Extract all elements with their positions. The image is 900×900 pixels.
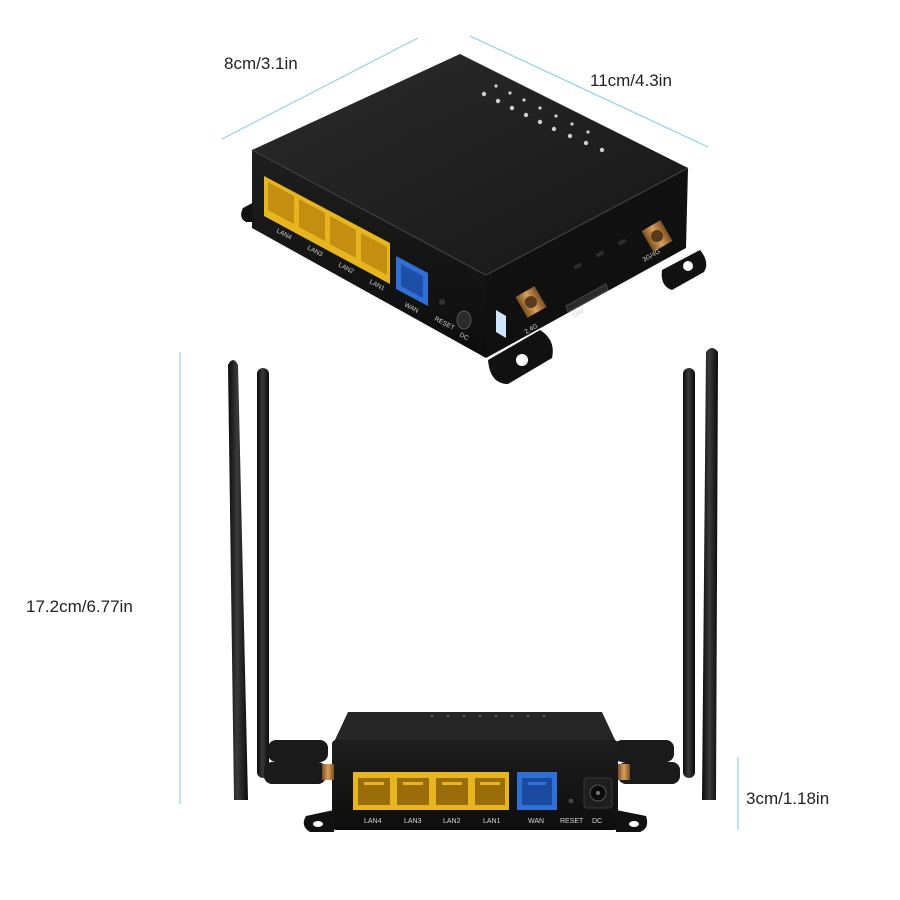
mounting-ear-right: [661, 250, 707, 290]
dimension-depth-label: 8cm/3.1in: [224, 54, 298, 73]
antenna-back-left: [257, 368, 269, 778]
top-led-indicators: [481, 84, 605, 153]
router-body-top: [334, 712, 616, 742]
front-reset-button: [568, 798, 574, 804]
top-antenna-connector-3g4g: [641, 220, 673, 252]
front-port-label-lan2: LAN2: [443, 818, 461, 825]
depth-dimension-line: [221, 37, 419, 140]
top-dc-jack: [456, 310, 472, 330]
antenna-front-right: [702, 348, 718, 800]
top-side-label-sim: SIM: [572, 308, 586, 320]
router-top-face: [252, 54, 688, 275]
front-port-label-dc: DC: [592, 818, 602, 825]
front-mounting-ear-right: [616, 810, 648, 832]
dimension-body-height-label: 3cm/1.18in: [746, 789, 830, 808]
top-view-router: LAN4 LAN3 LAN2 LAN1 WAN RESET DC 2.4G SI…: [241, 54, 707, 384]
top-lan-ports: [264, 176, 390, 284]
front-port-label-wan: WAN: [528, 818, 544, 825]
top-qc-sticker: [496, 310, 506, 338]
top-sim-slot: [565, 283, 609, 313]
antenna-front-left: [228, 360, 248, 800]
antenna-back-right: [683, 368, 695, 778]
front-port-label-lan1: LAN1: [483, 818, 501, 825]
front-port-label-lan3: LAN3: [404, 818, 422, 825]
top-reset-button: [439, 299, 445, 305]
top-antenna-connector-2g4: [515, 286, 547, 318]
front-view-router: LAN4 LAN3 LAN2 LAN1 WAN RESET DC: [228, 348, 718, 832]
dimension-lines: [179, 35, 739, 830]
front-port-label-lan4: LAN4: [364, 818, 382, 825]
dimension-total-height-label: 17.2cm/6.77in: [26, 597, 133, 616]
front-port-label-reset: RESET: [560, 818, 584, 825]
front-mounting-ear-left: [303, 810, 334, 832]
width-dimension-line: [469, 35, 709, 148]
dimension-width-label: 11cm/4.3in: [590, 71, 672, 90]
top-port-label-dc: DC: [458, 332, 470, 343]
